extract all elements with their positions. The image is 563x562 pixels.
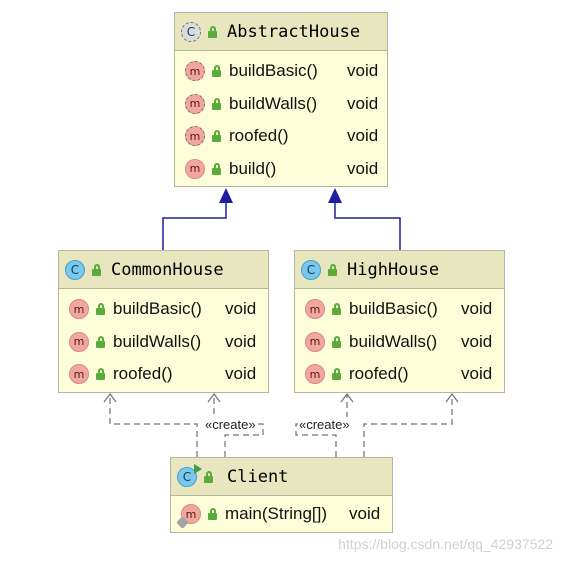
public-lock-icon xyxy=(207,25,217,38)
class-header: C CommonHouse xyxy=(59,251,268,289)
public-lock-icon xyxy=(327,263,337,276)
public-lock-icon xyxy=(95,335,105,348)
method-list: m buildBasic() void m buildWalls() void … xyxy=(59,289,268,391)
dependency-arrowhead-4 xyxy=(445,393,459,403)
return-type: void xyxy=(225,364,257,384)
method-list: m buildBasic() void m buildWalls() void … xyxy=(175,51,387,185)
public-lock-icon xyxy=(207,508,217,521)
method-icon: m xyxy=(69,299,89,320)
method-name: roofed() xyxy=(349,364,409,384)
method-name: buildBasic() xyxy=(113,299,202,319)
method-name: buildBasic() xyxy=(349,299,438,319)
class-header: C HighHouse xyxy=(295,251,504,289)
return-type: void xyxy=(461,299,493,319)
method-row[interactable]: m buildBasic() void xyxy=(295,293,504,326)
method-row[interactable]: m roofed() void xyxy=(175,120,387,153)
method-list: m buildBasic() void m buildWalls() void … xyxy=(295,289,504,391)
inheritance-arrowhead-right xyxy=(328,188,342,203)
class-header: C Client xyxy=(171,458,392,496)
public-lock-icon xyxy=(211,97,221,110)
return-type: void xyxy=(225,331,257,351)
class-name: CommonHouse xyxy=(111,259,224,280)
public-lock-icon xyxy=(211,65,221,78)
method-row[interactable]: m buildBasic() void xyxy=(59,293,268,326)
method-row[interactable]: m roofed() void xyxy=(295,358,504,391)
class-icon-letter: C xyxy=(182,469,192,484)
return-type: void xyxy=(461,364,493,384)
public-lock-icon xyxy=(95,303,105,316)
class-name: AbstractHouse xyxy=(227,21,361,42)
method-icon-letter: m xyxy=(185,507,197,521)
class-name: Client xyxy=(227,466,289,487)
abstract-method-icon: m xyxy=(185,93,205,114)
method-icon: m xyxy=(305,299,325,320)
abstract-method-icon: m xyxy=(185,61,205,82)
method-name: roofed() xyxy=(113,364,173,384)
class-icon: C xyxy=(301,259,321,280)
dependency-line-1 xyxy=(109,394,198,457)
method-name: buildWalls() xyxy=(349,331,438,351)
return-type: void xyxy=(347,126,379,146)
class-box-highhouse[interactable]: C HighHouse m buildBasic() void m buildW… xyxy=(294,250,505,393)
return-type: void xyxy=(347,93,379,113)
public-lock-icon xyxy=(95,368,105,381)
class-box-abstracthouse[interactable]: C AbstractHouse m buildBasic() void m bu… xyxy=(174,12,388,187)
method-name: build() xyxy=(229,158,277,178)
stereotype-create-right: «create» xyxy=(298,417,351,432)
method-row[interactable]: m roofed() void xyxy=(59,358,268,391)
method-icon: m xyxy=(69,364,89,385)
public-lock-icon xyxy=(91,263,101,276)
dependency-line-4 xyxy=(363,394,453,457)
class-name: HighHouse xyxy=(347,259,440,280)
method-row[interactable]: m buildWalls() void xyxy=(59,326,268,359)
abstract-method-icon: m xyxy=(185,126,205,147)
public-lock-icon xyxy=(211,130,221,143)
method-icon: m xyxy=(305,364,325,385)
runnable-class-icon: C xyxy=(177,463,202,487)
public-lock-icon xyxy=(331,303,341,316)
method-row[interactable]: m buildWalls() void xyxy=(175,88,387,121)
inheritance-line-commonhouse xyxy=(162,203,227,250)
class-icon: C xyxy=(65,259,85,280)
watermark-text: https://blog.csdn.net/qq_42937522 xyxy=(338,536,553,552)
public-lock-icon xyxy=(211,162,221,175)
method-row[interactable]: m buildWalls() void xyxy=(295,326,504,359)
public-lock-icon xyxy=(331,368,341,381)
method-icon: m xyxy=(185,158,205,179)
method-list: m main(String[]) void xyxy=(171,496,392,531)
dependency-arrowhead-3 xyxy=(340,393,354,403)
inheritance-line-highhouse xyxy=(334,203,401,250)
method-icon: m xyxy=(305,331,325,352)
return-type: void xyxy=(461,331,493,351)
method-name: buildWalls() xyxy=(229,93,318,113)
stereotype-create-left: «create» xyxy=(204,417,257,432)
method-name: roofed() xyxy=(229,126,289,146)
class-box-client[interactable]: C Client m main(String[]) void xyxy=(170,457,393,533)
inheritance-arrowhead-left xyxy=(219,188,233,203)
public-lock-icon xyxy=(331,335,341,348)
method-name: buildBasic() xyxy=(229,61,318,81)
dependency-arrowhead-2 xyxy=(207,393,221,403)
run-badge-icon xyxy=(194,463,202,474)
return-type: void xyxy=(347,158,379,178)
method-name: main(String[]) xyxy=(225,504,328,524)
class-header: C AbstractHouse xyxy=(175,13,387,51)
class-box-commonhouse[interactable]: C CommonHouse m buildBasic() void m buil… xyxy=(58,250,269,393)
method-row[interactable]: m buildBasic() void xyxy=(175,55,387,88)
method-row[interactable]: m main(String[]) void xyxy=(171,498,392,531)
method-icon: m xyxy=(69,331,89,352)
method-row[interactable]: m build() void xyxy=(175,153,387,186)
return-type: void xyxy=(349,504,381,524)
abstract-class-icon: C xyxy=(181,21,201,42)
method-name: buildWalls() xyxy=(113,331,202,351)
return-type: void xyxy=(225,299,257,319)
static-method-icon: m xyxy=(176,504,201,530)
dependency-arrowhead-1 xyxy=(103,393,117,403)
public-lock-icon xyxy=(203,470,213,483)
return-type: void xyxy=(347,61,379,81)
